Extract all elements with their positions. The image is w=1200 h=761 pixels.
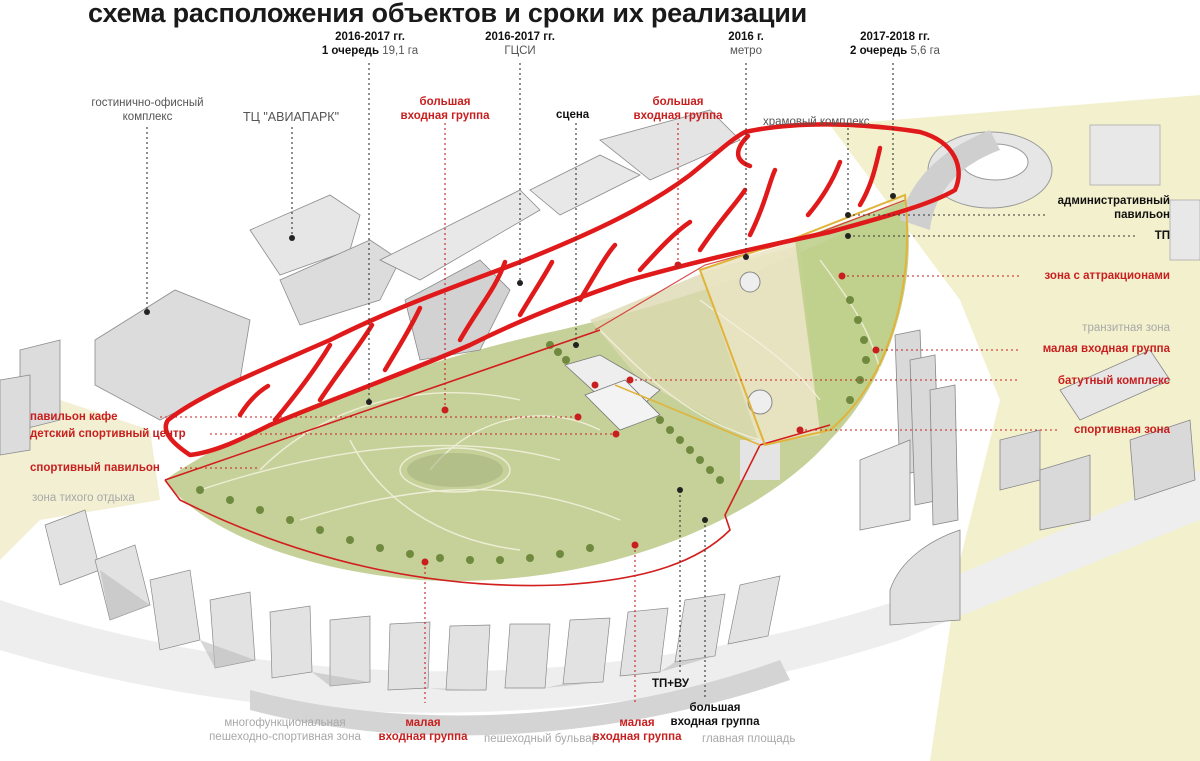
gcsi-label: 2016-2017 гг. ГЦСИ (485, 31, 555, 57)
metro-label: 2016 г. метро (728, 31, 764, 57)
small-entrance-right-label: малая входная группа (1042, 343, 1170, 355)
mall-label: ТЦ "АВИАПАРК" (243, 110, 340, 124)
sport-zone-label: спортивная зона (1073, 424, 1170, 436)
hand-drawn-red-annotation (163, 122, 961, 458)
kids-sport-center-label: детский спортивный центр (30, 428, 186, 440)
pedestrian-boulevard-label: пешеходный бульвар (484, 733, 599, 745)
quiet-zone-label: зона тихого отдыха (32, 492, 135, 504)
stage-label: сцена (556, 109, 590, 121)
sport-pavilion-label: спортивный павильон (30, 462, 160, 474)
temple-label: храмовый комплекс (763, 116, 870, 128)
trampoline-label: батутный комплекс (1057, 375, 1170, 387)
phase-1-label: 2016-2017 гг. 1 очередь 19,1 га (321, 31, 419, 57)
phase-2-label: 2017-2018 гг. 2 очередь 5,6 га (850, 31, 940, 57)
cafe-pavilion-label: павильон кафе (30, 411, 118, 423)
page-title: схема расположения объектов и сроки их р… (88, 0, 808, 28)
tp-vu-label: ТП+ВУ (652, 678, 690, 690)
main-square-label: главная площадь (702, 733, 796, 745)
transit-zone-label: транзитная зона (1082, 322, 1170, 334)
attractions-zone-label: зона с аттракционами (1044, 270, 1170, 282)
tp-label: ТП (1154, 230, 1170, 242)
